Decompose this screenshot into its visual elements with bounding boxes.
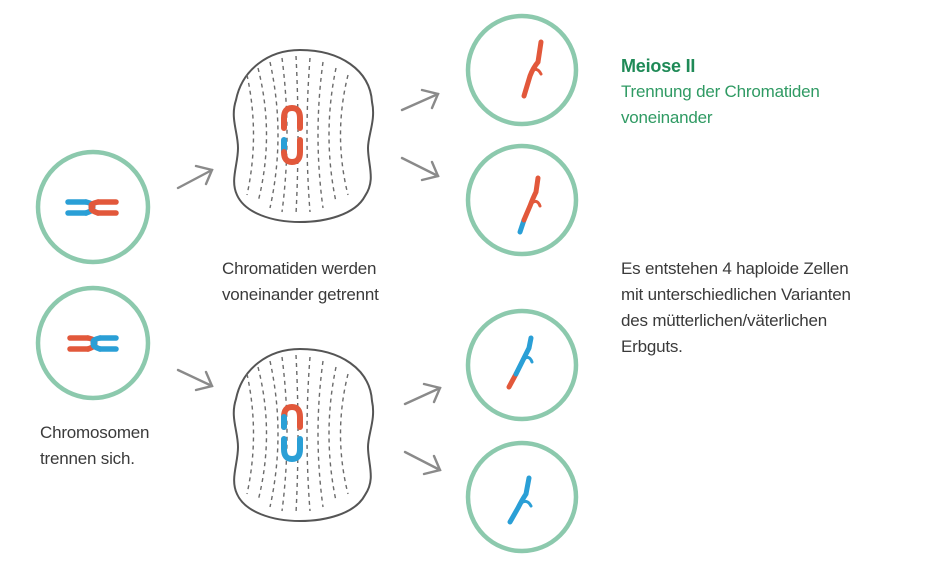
result-text-line2: mit unterschiedlichen Varianten — [621, 285, 851, 304]
spindle-bottom — [232, 348, 375, 522]
arrow-to-cell-1 — [400, 88, 440, 112]
chromosome-x-bottom — [67, 335, 119, 352]
chromosome-x-top — [65, 199, 119, 216]
caption-chromosomes-line2: trennen sich. — [40, 449, 135, 468]
chromatid-pair-top — [281, 104, 303, 166]
cell-bottom-left — [35, 285, 151, 401]
heading-subtitle-line2: voneinander — [621, 108, 713, 127]
cell-top-left — [35, 149, 151, 265]
result-text-line1: Es entstehen 4 haploide Zellen — [621, 259, 849, 278]
arrow-to-top-spindle — [176, 164, 214, 190]
chromatid-pair-bottom — [281, 403, 303, 463]
daughter-cell-3 — [465, 308, 579, 422]
heading-title: Meiose II — [621, 56, 696, 76]
daughter-cell-4 — [465, 440, 579, 554]
daughter-cell-2 — [465, 143, 579, 257]
caption-chromatids-line2: voneinander getrennt — [222, 285, 379, 304]
arrow-to-cell-4 — [403, 450, 442, 476]
caption-chromosomes-line1: Chromosomen — [40, 423, 150, 442]
arrow-to-cell-2 — [400, 156, 440, 182]
caption-chromatids-line1: Chromatiden werden — [222, 259, 377, 278]
daughter-cell-1 — [465, 13, 579, 127]
spindle-top — [232, 49, 375, 223]
arrow-to-cell-3 — [403, 382, 442, 406]
heading-subtitle-line1: Trennung der Chromatiden — [621, 82, 820, 101]
result-text-line3: des mütterlichen/väterlichen — [621, 311, 828, 330]
arrow-to-bottom-spindle — [176, 368, 214, 392]
result-text-line4: Erbguts. — [621, 337, 683, 356]
